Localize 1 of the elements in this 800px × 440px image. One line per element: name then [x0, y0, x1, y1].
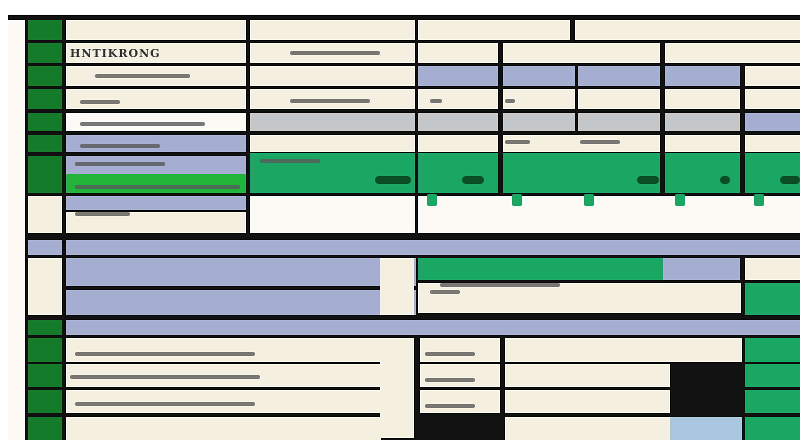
heading-text: HNTIKRONG: [70, 47, 161, 60]
